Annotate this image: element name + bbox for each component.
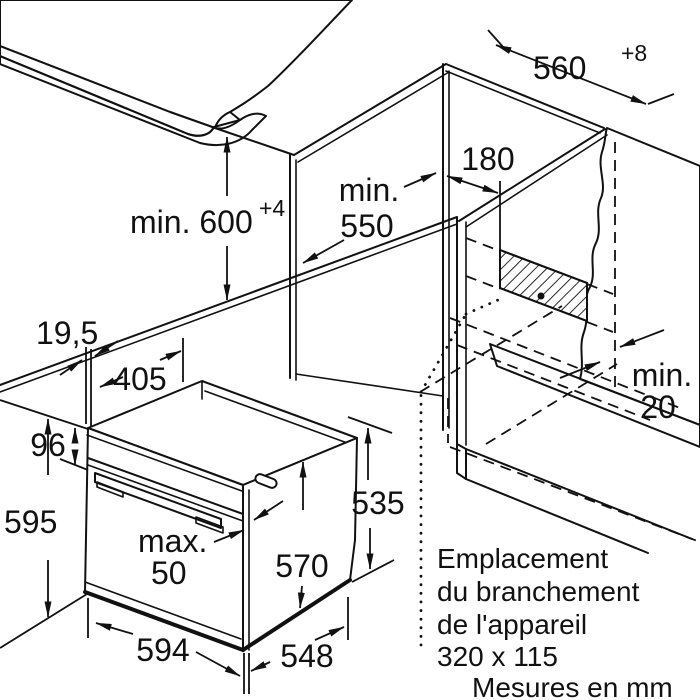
connection-point-dot (537, 292, 545, 300)
label-niche-height-sup: +4 (259, 195, 285, 221)
label-niche-width: 560 (533, 50, 586, 86)
label-door-clearance-2: 50 (151, 555, 187, 591)
worktop (0, 0, 353, 147)
dimension-labels: min. 600 +4 560 +8 min. 550 180 min. 20 … (4, 40, 692, 674)
label-door-clearance-1: max. (138, 523, 207, 559)
connection-note-line1: Emplacement (437, 543, 608, 574)
oven-handle (94, 472, 224, 534)
dimension-lines (0, 29, 675, 677)
label-rear-height: 535 (351, 485, 404, 521)
label-panel-height: 96 (30, 427, 66, 463)
plinth (456, 443, 693, 554)
label-top-depth: 405 (113, 361, 166, 397)
cabinet-top-edge (293, 63, 447, 156)
worktop-edge-band (0, 55, 267, 147)
label-front-height: 595 (4, 504, 57, 540)
oven-bottom-edge (83, 590, 245, 652)
label-niche-height: min. 600 (130, 204, 253, 240)
units-note: Mesures en mm (472, 672, 673, 700)
niche-floor-front-edge (0, 216, 458, 386)
label-connection-offset: 180 (461, 141, 514, 177)
worktop-surface (0, 0, 353, 129)
rear-wall (579, 127, 700, 426)
worktop-edge-white (0, 45, 241, 137)
notes: Emplacement du branchement de l'appareil… (437, 543, 673, 700)
oven-side-vent-slot (254, 473, 278, 489)
label-side-trim: 19,5 (36, 315, 98, 351)
connection-reference-dotted-line (419, 298, 500, 647)
cabinet (214, 63, 450, 431)
hidden-edges (419, 142, 700, 543)
label-depth: 548 (280, 638, 333, 674)
oven (83, 380, 358, 694)
connection-note-line3: de l'appareil (437, 609, 587, 640)
label-niche-depth-2: 550 (340, 208, 393, 244)
label-rear-gap-2: 20 (640, 389, 676, 425)
label-niche-depth-1: min. (339, 172, 399, 208)
wall-base-band (489, 343, 700, 448)
connection-note-line2: du branchement (437, 576, 640, 607)
label-niche-width-sup: +8 (621, 40, 647, 66)
connection-note-line4: 320 x 115 (437, 641, 558, 672)
label-body-height: 570 (275, 548, 328, 584)
label-width: 594 (136, 632, 189, 668)
label-rear-gap-1: min. (632, 357, 692, 393)
connection-area (499, 248, 588, 323)
